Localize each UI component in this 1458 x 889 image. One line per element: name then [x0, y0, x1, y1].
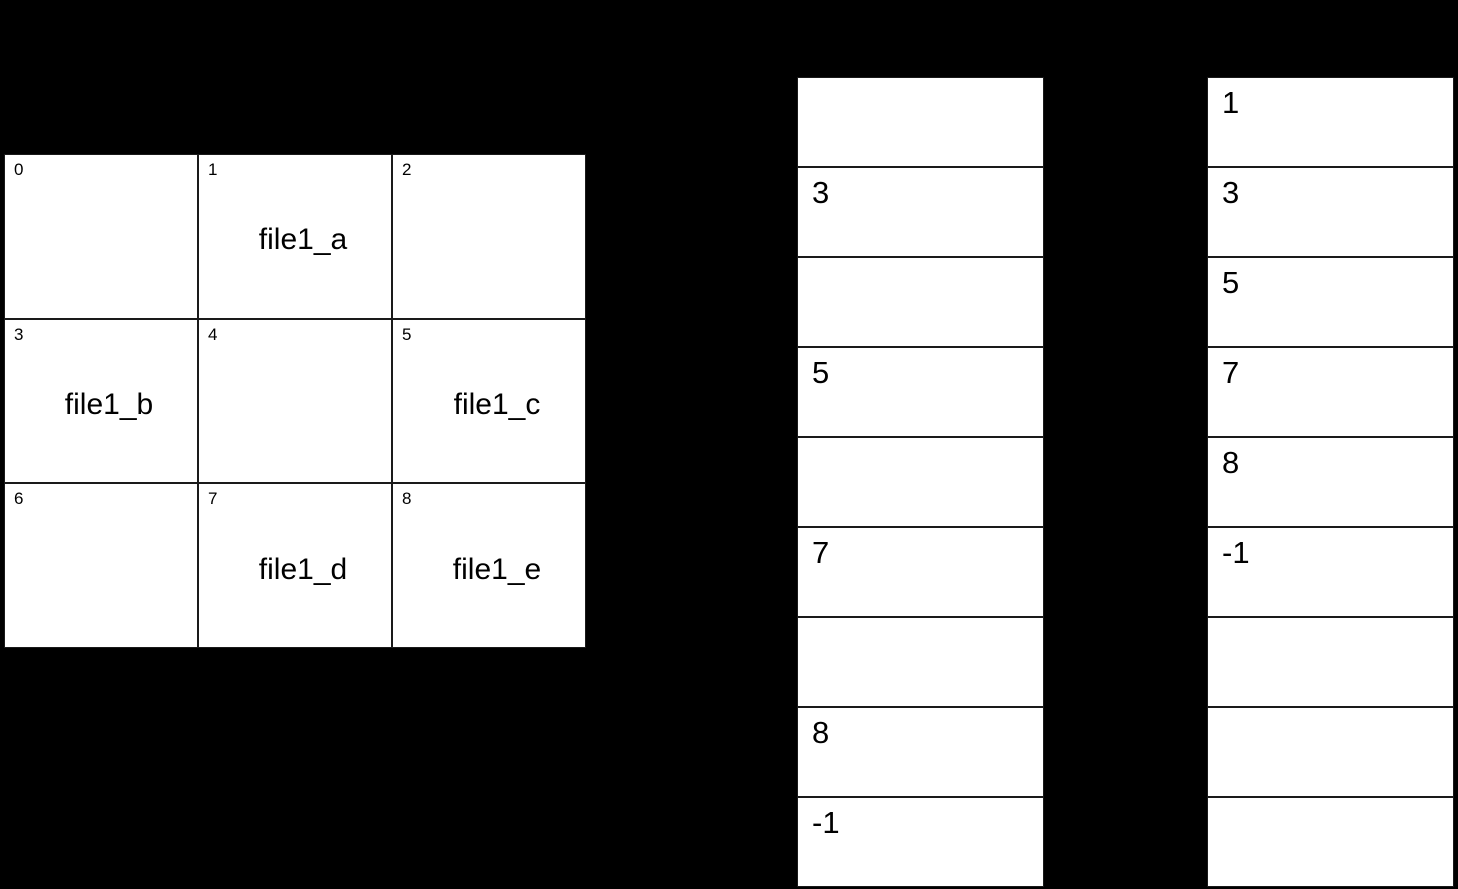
hash-slot-cell[interactable]: [797, 437, 1044, 527]
hash-slot-column: 3 5 7 8 -1: [795, 75, 1046, 887]
hash-slot-value: -1: [812, 805, 840, 840]
grid-cell-index: 2: [402, 160, 412, 179]
grid-cell[interactable]: 3 file1_b: [4, 318, 198, 484]
grid-cell-index: 7: [208, 489, 218, 509]
probe-sequence-value: 3: [1222, 175, 1240, 210]
grid-cell[interactable]: 0: [4, 154, 198, 319]
grid-cell[interactable]: 8 file1_e: [392, 483, 586, 648]
grid-cell[interactable]: 1 file1_a: [198, 154, 392, 319]
hash-slot-cell[interactable]: 3: [797, 167, 1044, 257]
probe-sequence-cell[interactable]: 3: [1207, 167, 1454, 257]
hash-slot-cell[interactable]: [797, 617, 1044, 707]
grid-cell-index: 3: [14, 324, 24, 344]
grid-cell-index: 6: [14, 489, 24, 509]
probe-sequence-cell[interactable]: 5: [1207, 257, 1454, 347]
grid-cell[interactable]: 2: [392, 154, 586, 319]
grid-cell-value: file1_e: [452, 552, 542, 586]
hash-slot-value: 7: [812, 535, 830, 570]
hash-slot-cell[interactable]: 7: [797, 527, 1044, 617]
grid-cell-value: file1_d: [258, 552, 348, 586]
grid-cell-index: 4: [208, 324, 218, 344]
grid-cell-value: file1_c: [453, 387, 541, 421]
grid-cell-value: file1_b: [64, 387, 154, 421]
probe-sequence-cell[interactable]: -1: [1207, 527, 1454, 617]
hash-slot-value: 8: [812, 715, 830, 750]
probe-sequence-value: 8: [1222, 445, 1240, 480]
probe-sequence-cell[interactable]: [1207, 797, 1454, 887]
grid-cell-index: 8: [402, 489, 412, 509]
probe-sequence-cell[interactable]: 7: [1207, 347, 1454, 437]
hash-slot-cell[interactable]: -1: [797, 797, 1044, 887]
hash-slot-value: 3: [812, 175, 830, 210]
grid-cell-index: 5: [402, 324, 412, 344]
probe-sequence-value: 7: [1222, 355, 1240, 390]
grid-cell-value: file1_a: [258, 223, 348, 257]
file-slot-grid: 0 1 file1_a 2 3 file1_b 4 5 file1_c 6 7 …: [2, 152, 588, 650]
grid-cell-index: 1: [208, 160, 218, 179]
probe-sequence-value: -1: [1222, 535, 1250, 570]
probe-sequence-cell[interactable]: 8: [1207, 437, 1454, 527]
probe-sequence-cell[interactable]: [1207, 617, 1454, 707]
grid-cell[interactable]: 5 file1_c: [392, 318, 586, 484]
hash-slot-cell[interactable]: [797, 77, 1044, 167]
probe-sequence-column: 1 3 5 7 8 -1: [1205, 75, 1456, 887]
probe-sequence-value: 5: [1222, 265, 1240, 300]
probe-sequence-value: 1: [1222, 85, 1240, 120]
grid-cell-index: 0: [14, 160, 24, 179]
grid-cell[interactable]: 7 file1_d: [198, 483, 392, 648]
hash-slot-value: 5: [812, 355, 830, 390]
hash-slot-cell[interactable]: 8: [797, 707, 1044, 797]
probe-sequence-cell[interactable]: [1207, 707, 1454, 797]
hash-slot-cell[interactable]: [797, 257, 1044, 347]
probe-sequence-cell[interactable]: 1: [1207, 77, 1454, 167]
grid-cell[interactable]: 4: [198, 318, 392, 484]
grid-cell[interactable]: 6: [4, 483, 198, 648]
hash-slot-cell[interactable]: 5: [797, 347, 1044, 437]
